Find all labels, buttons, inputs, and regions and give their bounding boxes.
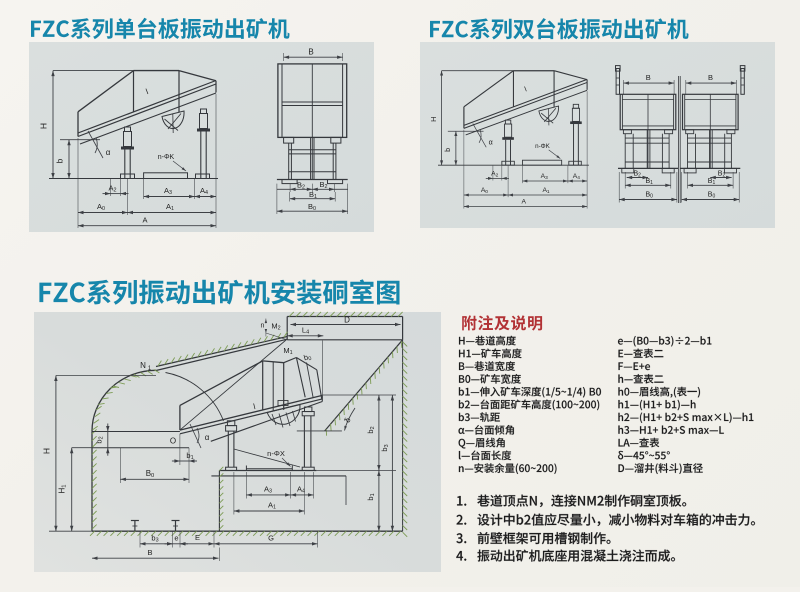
svg-text:α: α — [205, 433, 210, 442]
svg-text:α: α — [489, 140, 493, 147]
svg-text:B: B — [646, 73, 651, 82]
svg-text:B: B — [308, 48, 313, 57]
svg-text:B1: B1 — [708, 178, 716, 186]
svg-text:n-ΦK: n-ΦK — [158, 154, 175, 161]
svg-text:n: n — [261, 323, 265, 330]
svg-text:B0: B0 — [708, 191, 716, 199]
svg-text:A: A — [521, 199, 526, 206]
svg-text:B2: B2 — [633, 171, 641, 179]
svg-text:E: E — [195, 533, 200, 542]
svg-text:b: b — [445, 148, 452, 152]
svg-text:O: O — [170, 437, 176, 446]
svg-text:B: B — [147, 548, 152, 557]
svg-text:H: H — [429, 117, 438, 122]
svg-text:N: N — [140, 361, 146, 370]
svg-text:G: G — [268, 534, 274, 543]
svg-text:B0: B0 — [645, 191, 653, 199]
svg-text:H: H — [42, 448, 52, 454]
svg-text:e: e — [174, 533, 178, 542]
svg-text:H: H — [39, 123, 49, 129]
svg-text:b: b — [56, 158, 65, 163]
svg-text:n-ΦX: n-ΦX — [267, 449, 285, 458]
svg-text:α: α — [106, 148, 111, 157]
svg-text:B1: B1 — [645, 178, 653, 186]
svg-text:A: A — [142, 215, 147, 224]
svg-text:B2: B2 — [718, 171, 726, 179]
svg-text:B: B — [708, 73, 713, 82]
svg-text:n-ΦK: n-ΦK — [535, 143, 551, 150]
svg-text:D: D — [344, 316, 350, 325]
